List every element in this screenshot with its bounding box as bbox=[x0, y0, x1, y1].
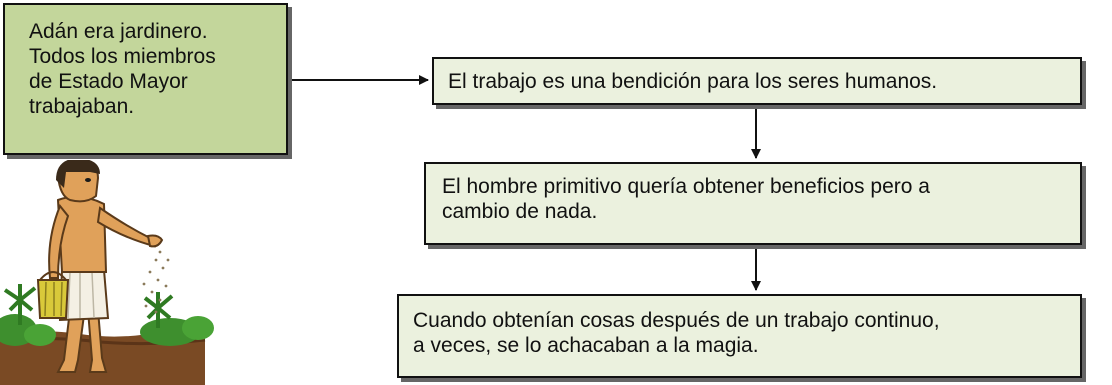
main-fact-line-2: Todos los miembros bbox=[29, 45, 216, 68]
step-3-line-1: Cuando obtenían cosas después de un trab… bbox=[413, 309, 940, 332]
farmer-arm-left bbox=[48, 204, 70, 279]
main-fact-line-1: Adán era jardinero. bbox=[29, 20, 208, 43]
step-2-line-2: cambio de nada. bbox=[442, 200, 598, 223]
farmer-arm-right bbox=[96, 206, 156, 248]
step-1-box: El trabajo es una bendición para los ser… bbox=[432, 57, 1082, 105]
main-fact-line-3: de Estado Mayor bbox=[29, 70, 188, 93]
palm-left bbox=[3, 284, 37, 325]
seeds bbox=[142, 250, 170, 314]
basket-icon bbox=[36, 271, 70, 319]
farmer-torso bbox=[56, 195, 108, 273]
step-1-line-1: El trabajo es una bendición para los ser… bbox=[448, 70, 938, 93]
palm-right bbox=[143, 292, 174, 328]
farmer-illustration bbox=[0, 160, 214, 385]
main-fact-box: Adán era jardinero. Todos los miembros d… bbox=[3, 3, 288, 155]
farmer-hair bbox=[56, 160, 100, 188]
step-2-line-1: El hombre primitivo quería obtener benef… bbox=[442, 175, 930, 198]
step-3-line-2: a veces, se lo achacaban a la magia. bbox=[413, 334, 759, 357]
main-fact-line-4: trabajaban. bbox=[29, 95, 135, 118]
step-3-box: Cuando obtenían cosas después de un trab… bbox=[397, 294, 1082, 378]
step-2-box: El hombre primitivo quería obtener benef… bbox=[424, 162, 1082, 245]
farmer-hand bbox=[146, 234, 164, 248]
